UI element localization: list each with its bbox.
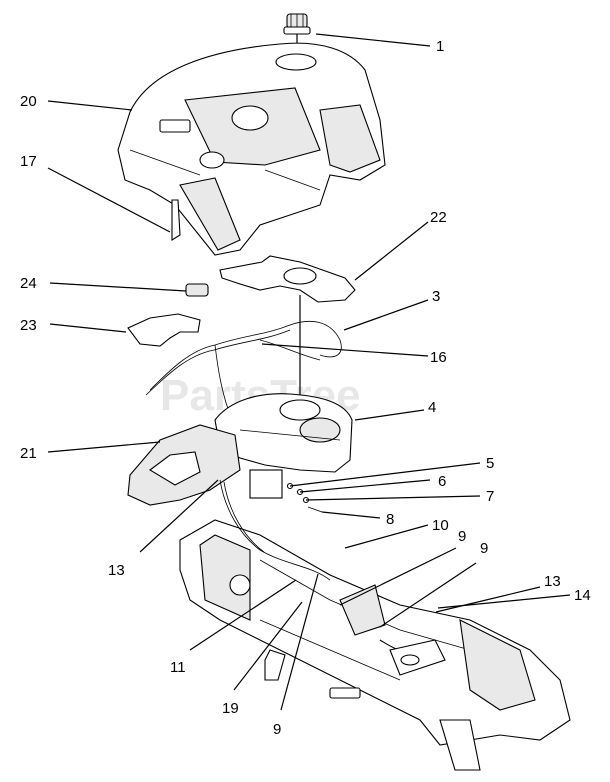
tank-gasket (219, 255, 356, 303)
callout-9-b: 9 (480, 540, 488, 557)
callout-19: 19 (222, 700, 239, 717)
callout-8: 8 (386, 511, 394, 528)
callout-4: 4 (428, 399, 436, 416)
callout-5: 5 (486, 455, 494, 472)
callout-14: 14 (574, 587, 591, 604)
hood-fender (117, 42, 386, 256)
bracket-17 (171, 199, 181, 241)
callout-21: 21 (20, 445, 37, 462)
chassis-frame (179, 479, 571, 771)
clip-24 (185, 283, 209, 297)
callout-13-a: 13 (108, 562, 125, 579)
callout-20: 20 (20, 93, 37, 110)
callout-9-a: 9 (458, 528, 466, 545)
fuel-tank (214, 393, 353, 473)
callout-13-b: 13 (544, 573, 561, 590)
callout-23: 23 (20, 317, 37, 334)
callout-1: 1 (436, 38, 444, 55)
callout-17: 17 (20, 153, 37, 170)
callout-6: 6 (438, 473, 446, 490)
callout-11: 11 (170, 659, 186, 676)
leader-lines (47, 33, 571, 711)
callout-16: 16 (430, 349, 447, 366)
callout-labels: 1 20 17 22 24 3 23 16 4 21 5 6 7 8 10 9 … (20, 38, 591, 738)
plate-23 (127, 313, 201, 347)
callout-10: 10 (432, 517, 449, 534)
callout-9-c: 9 (273, 721, 281, 738)
callout-22: 22 (430, 209, 447, 226)
hardware-cluster (249, 469, 323, 513)
callout-7: 7 (486, 488, 494, 505)
callout-24: 24 (20, 275, 37, 292)
callout-3: 3 (432, 288, 440, 305)
